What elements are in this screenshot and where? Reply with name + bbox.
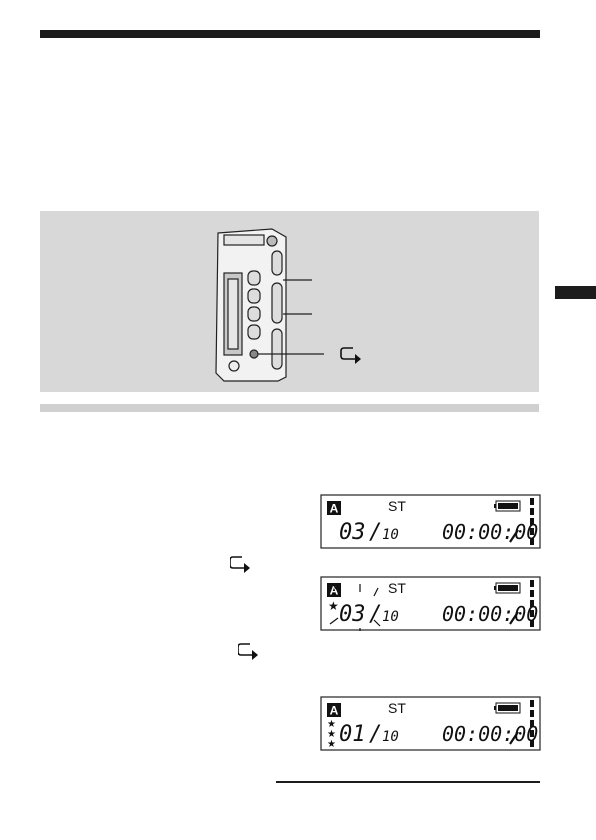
top-rule [40, 30, 540, 38]
svg-text:A: A [330, 584, 339, 598]
section-header-bar [40, 404, 539, 412]
svg-text:10: 10 [382, 609, 399, 625]
svg-text:A: A [330, 502, 339, 516]
svg-text:ST: ST [388, 498, 406, 514]
svg-text:/: / [369, 722, 382, 747]
star-mark: ★ [327, 719, 336, 730]
svg-text:00:00:00: 00:00:00 [442, 520, 538, 544]
svg-text:10: 10 [382, 527, 399, 543]
callout-lines [258, 279, 324, 355]
svg-text:00:00:00: 00:00:00 [442, 722, 538, 746]
repeat-arrow-icon [340, 347, 361, 364]
battery-icon [494, 500, 521, 512]
svg-text:ST: ST [388, 700, 406, 716]
lcd-display: A ST ★ 03 / 10 00:00:00 [320, 576, 541, 634]
star-mark: ★ [327, 729, 336, 740]
svg-text:ST: ST [388, 580, 406, 596]
lcd-display: A ST 03 / 10 00:00:00 [320, 494, 541, 549]
bottom-rule [276, 781, 540, 783]
illustration-panel [40, 211, 539, 392]
svg-text:03: 03 [339, 520, 366, 545]
svg-text:/: / [369, 520, 382, 545]
svg-text:10: 10 [382, 729, 399, 745]
lcd-display: A ST ★ ★ ★ 01 / 10 00:00:00 [320, 696, 541, 751]
repeat-arrow-icon [229, 556, 256, 574]
mode-badge [327, 501, 341, 515]
recorder-illustration [215, 228, 361, 382]
level-meter [530, 498, 534, 545]
mic-icon [509, 529, 519, 543]
star-mark: ★ [328, 599, 339, 613]
svg-text:03: 03 [339, 602, 366, 627]
repeat-arrow-icon [237, 643, 264, 661]
section-thumb-tab [555, 286, 596, 299]
recorder-device [215, 228, 287, 382]
svg-text:00:00:00: 00:00:00 [442, 602, 538, 626]
svg-text:01: 01 [339, 722, 366, 747]
svg-text:/: / [369, 602, 382, 627]
svg-text:A: A [330, 704, 339, 718]
star-mark: ★ [327, 739, 336, 750]
